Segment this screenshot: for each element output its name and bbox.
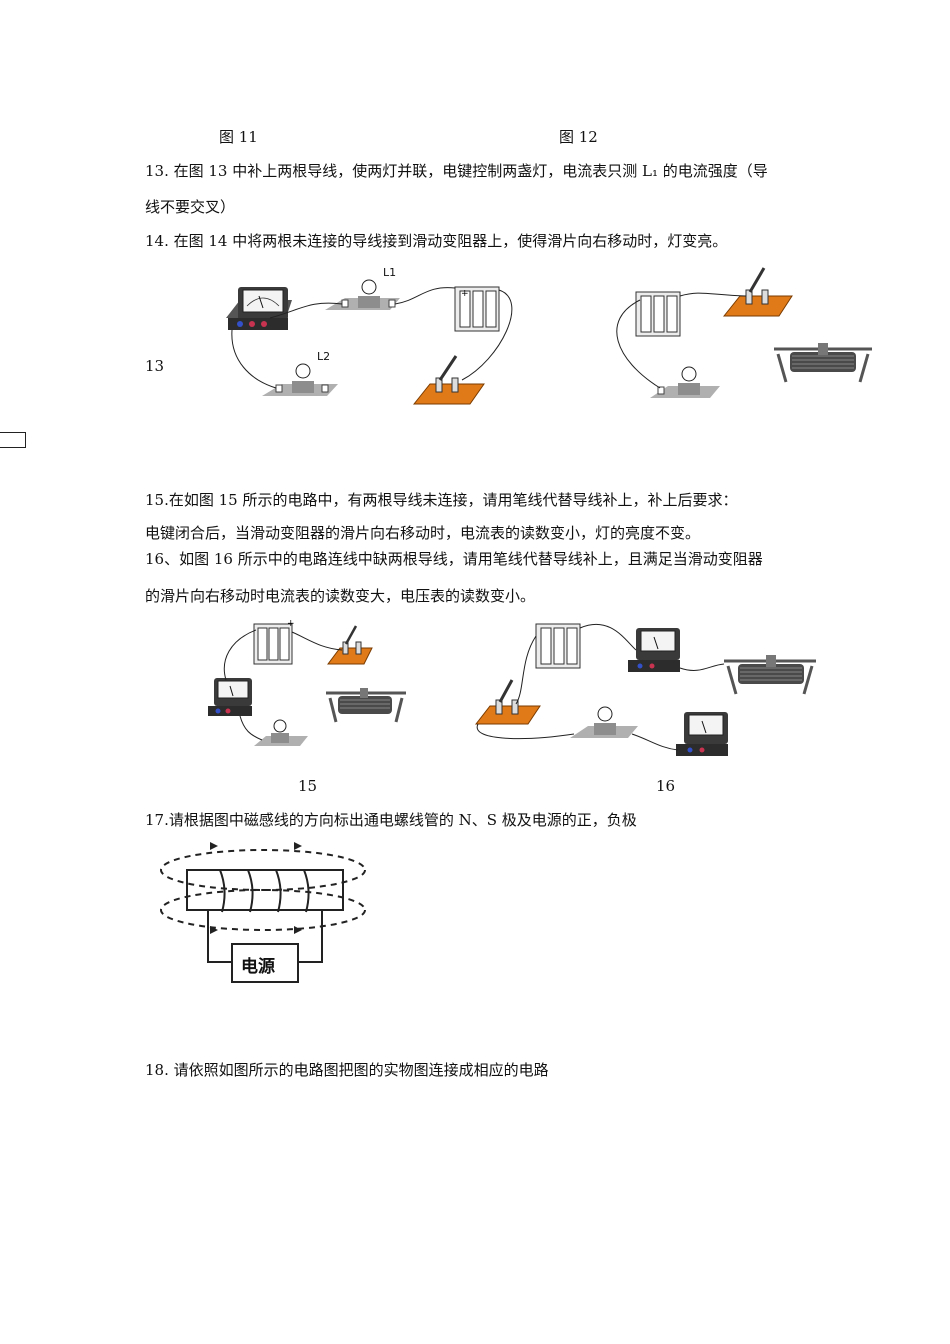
lamp-icon [570, 706, 638, 738]
q16-line2: 的滑片向右移动时电流表的读数变大，电压表的读数变小。 [145, 587, 536, 605]
q13-line1: 13. 在图 13 中补上两根导线，使两灯并联，电键控制两盏灯，电流表只测 L₁… [145, 162, 768, 180]
caption-fig11: 图 11 [219, 128, 258, 146]
q16-line1: 16、如图 16 所示中的电路连线中缺两根导线，请用笔线代替导线补上，且满足当滑… [145, 550, 763, 568]
lamp-icon [254, 719, 308, 746]
switch-icon [412, 355, 485, 405]
battery-icon: + [454, 286, 500, 332]
lamp-icon [650, 366, 720, 398]
rheostat-icon [724, 655, 816, 695]
switch-icon [722, 267, 793, 317]
rheostat-icon [774, 343, 872, 383]
ammeter-icon [208, 678, 252, 716]
lamp-l2-label: L2 [317, 350, 331, 363]
caption-fig12: 图 12 [559, 128, 598, 146]
lamp-l1-label: L1 [383, 266, 397, 279]
fig16-number: 16 [656, 777, 676, 795]
svg-text:+: + [461, 289, 469, 299]
battery-icon [535, 623, 581, 669]
q15-line2: 电键闭合后，当滑动变阻器的滑片向右移动时，电流表的读数变小，灯的亮度不变。 [145, 524, 701, 542]
rheostat-icon [326, 688, 406, 723]
q18-line1: 18. 请依照如图所示的电路图把图的实物图连接成相应的电路 [145, 1061, 549, 1079]
q13-line2: 线不要交叉） [145, 198, 236, 216]
battery-icon [635, 291, 681, 337]
lamp-icon [325, 279, 400, 310]
lamp-icon [262, 363, 338, 396]
battery-icon: + [253, 619, 295, 665]
ammeter-icon [226, 287, 292, 330]
power-source-label: 电源 [241, 957, 275, 977]
svg-text:+: + [287, 619, 295, 629]
ammeter-icon [676, 712, 728, 756]
switch-icon [327, 625, 373, 665]
switch-icon [474, 679, 541, 725]
fig13-number: 13 [145, 357, 165, 375]
q14-line1: 14. 在图 14 中将两根未连接的导线接到滑动变阻器上，使得滑片向右移动时，灯… [145, 232, 728, 250]
margin-marker [0, 432, 26, 448]
voltmeter-icon [628, 628, 680, 672]
q17-line1: 17.请根据图中磁感线的方向标出通电螺线管的 N、S 极及电源的正，负极 [145, 811, 637, 829]
fig15-number: 15 [298, 777, 318, 795]
q15-line1: 15.在如图 15 所示的电路中，有两根导线未连接，请用笔线代替导线补上，补上后… [145, 491, 738, 509]
